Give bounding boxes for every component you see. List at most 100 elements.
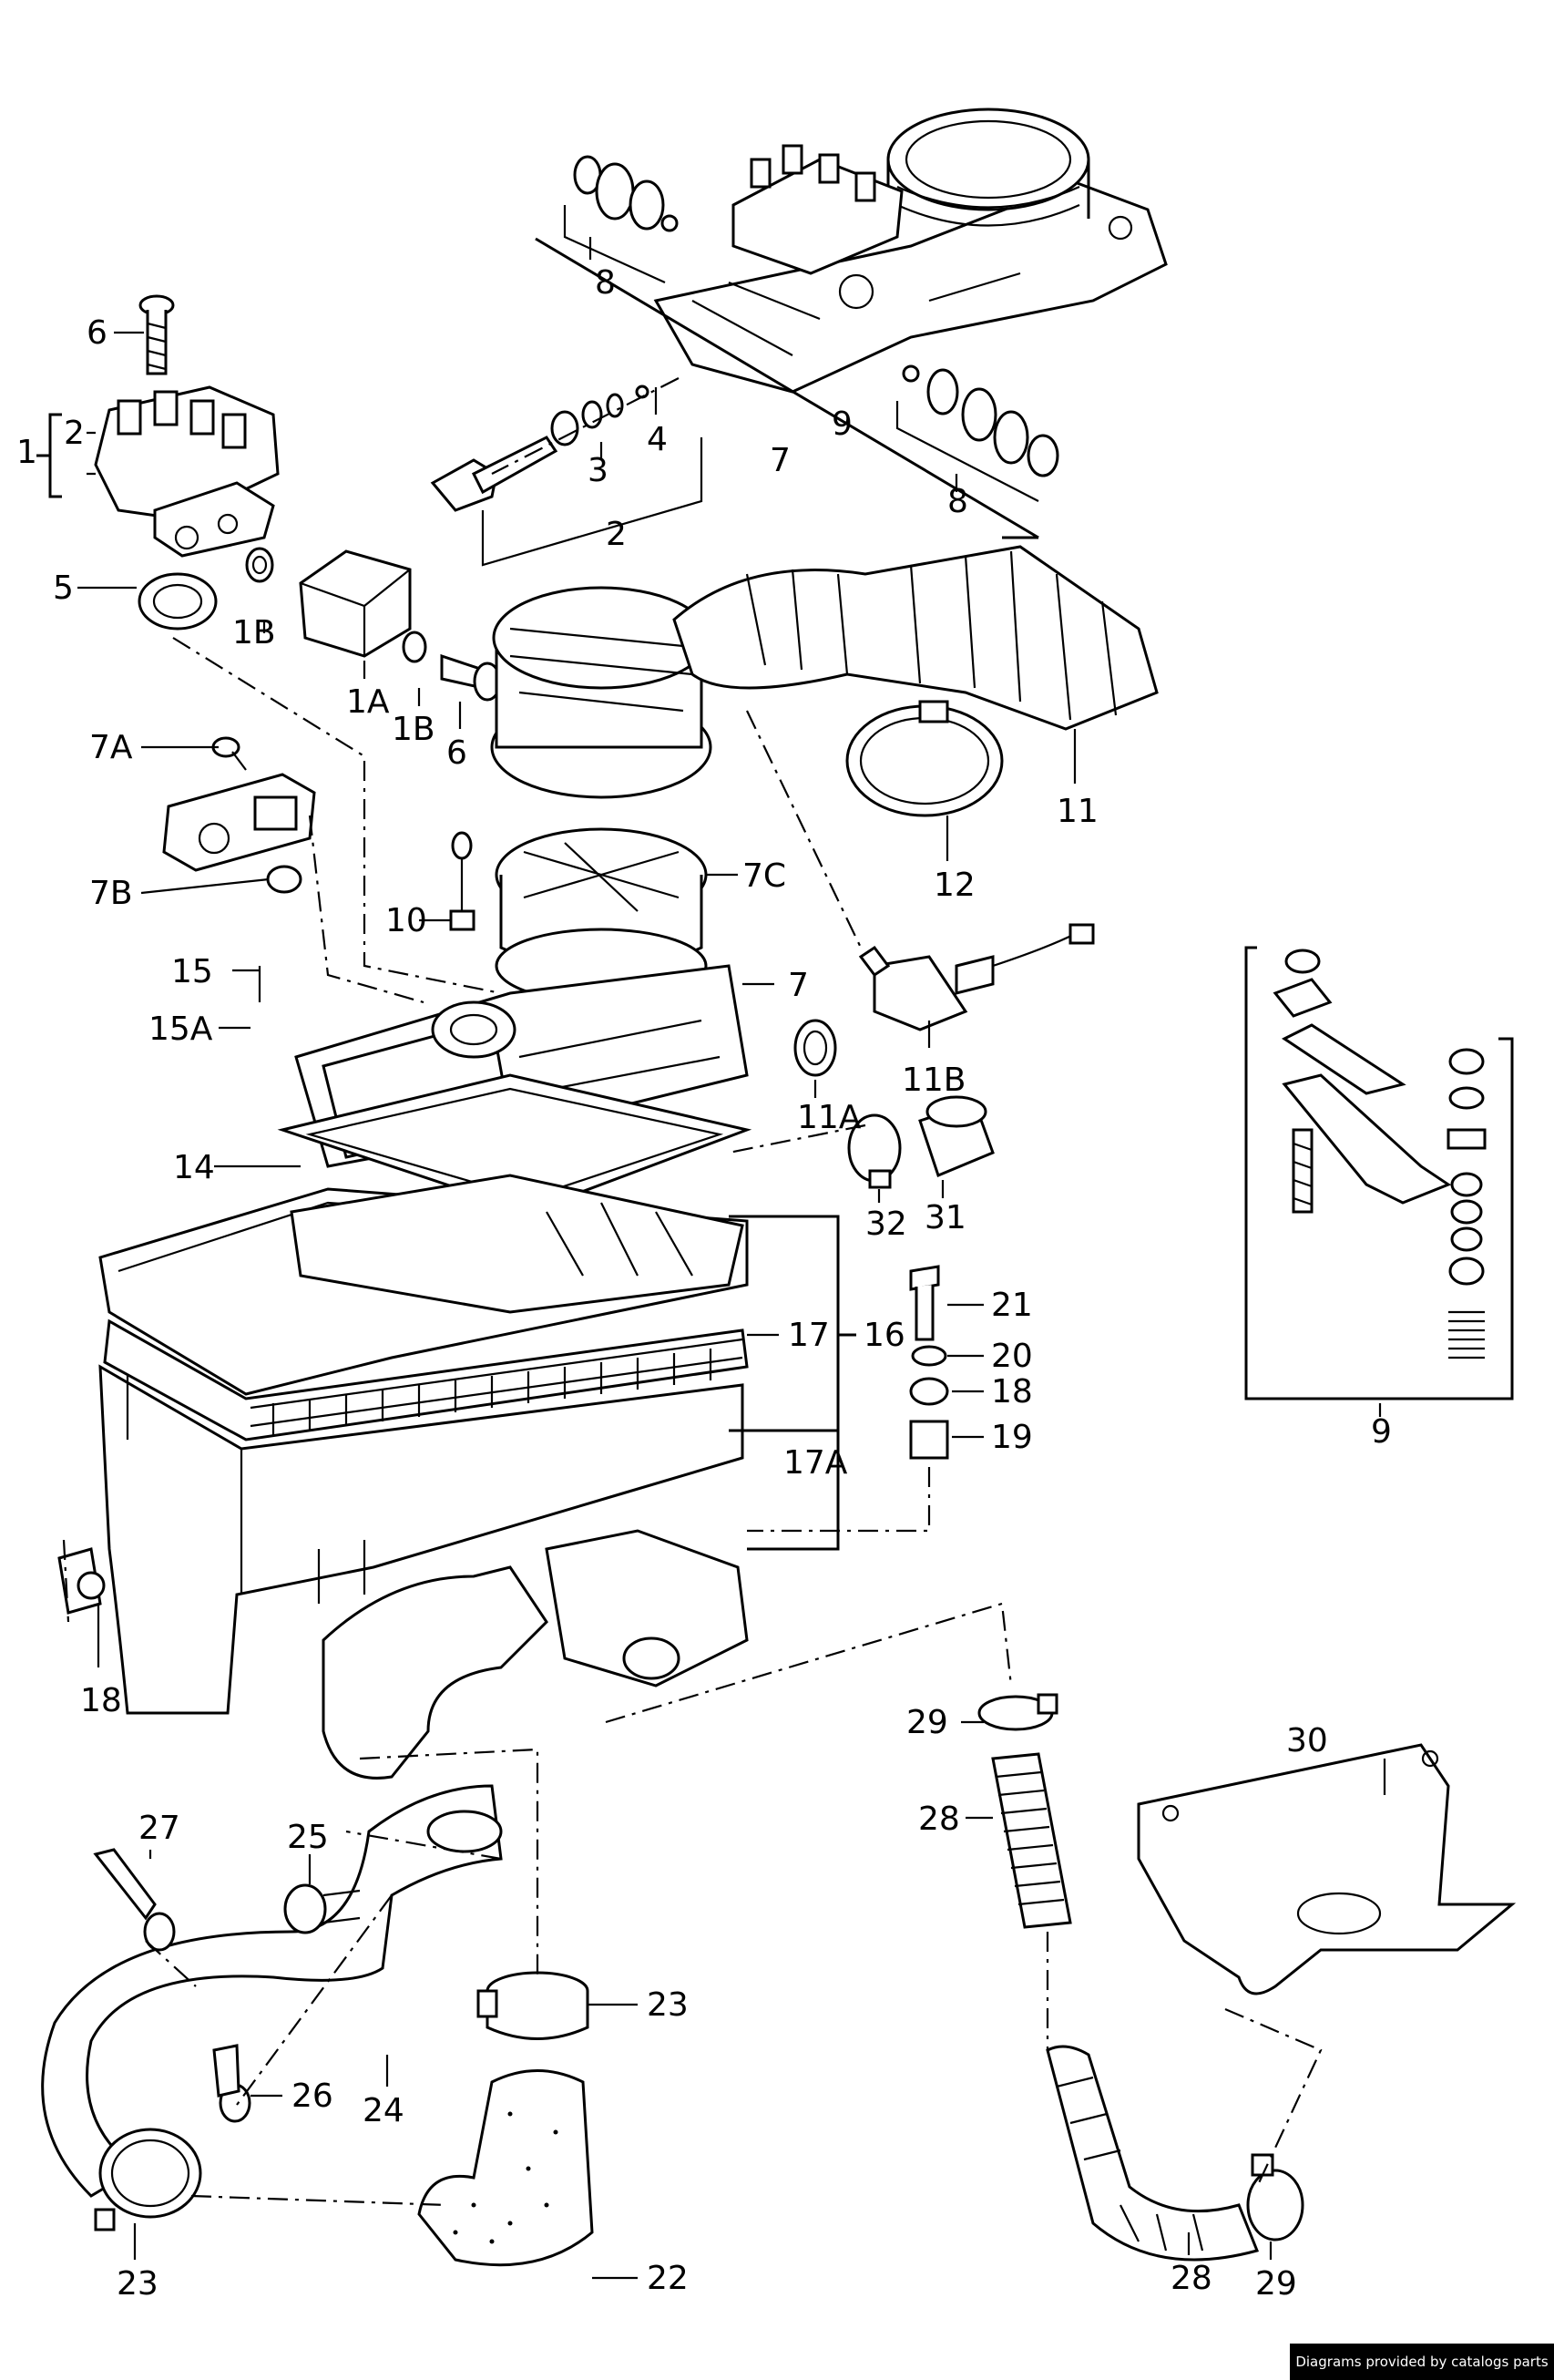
callout-28-lower: 28 xyxy=(1171,2260,1212,2297)
o-ring-1b-b xyxy=(402,631,427,663)
callout-18-right: 18 xyxy=(991,1373,1033,1411)
air-filter-element-17 xyxy=(103,1318,749,1441)
seal-5 xyxy=(138,572,218,631)
callout-7-housing: 7 xyxy=(788,967,809,1004)
clamp-23-left xyxy=(94,2128,202,2231)
callout-4: 4 xyxy=(647,421,668,458)
diagram-credit: Diagrams provided by catalogs parts xyxy=(1290,2344,1554,2380)
bracket-line-7 xyxy=(535,237,1039,539)
pressure-regulator-1a xyxy=(299,549,412,658)
clamp-29-top xyxy=(977,1693,1058,1731)
adjusting-screw-2 xyxy=(430,385,703,567)
bracket-16 xyxy=(729,1215,856,1551)
sensor-27 xyxy=(93,1848,176,1952)
callout-17a: 17A xyxy=(783,1444,848,1482)
callout-6-top: 6 xyxy=(87,314,107,352)
callout-23-right: 23 xyxy=(647,1986,689,2024)
callout-labels: 1 2 2 3 4 5 6 6 7 7 7A 7B 7C 8 8 9 9 10 … xyxy=(16,264,1392,2303)
callout-3: 3 xyxy=(588,452,608,489)
callout-5: 5 xyxy=(53,569,74,607)
callout-11: 11 xyxy=(1057,793,1099,830)
grommet-18-left xyxy=(57,1547,106,1615)
callout-29-top: 29 xyxy=(906,1704,948,1741)
intake-boot-7c xyxy=(490,586,712,1004)
callout-20: 20 xyxy=(991,1338,1033,1375)
callout-2-top: 2 xyxy=(64,415,85,452)
callout-1a: 1A xyxy=(346,683,390,721)
callout-1b-lower: 1B xyxy=(392,711,435,748)
callout-15: 15 xyxy=(171,953,213,990)
brace-1 xyxy=(36,413,62,498)
screw-6-top xyxy=(138,294,175,375)
callout-10: 10 xyxy=(385,902,427,939)
seal-set-8-right xyxy=(895,364,1059,502)
intake-hose-11 xyxy=(672,545,1159,731)
callout-19: 19 xyxy=(991,1419,1033,1456)
callout-1b-upper: 1B xyxy=(232,614,276,651)
callout-1: 1 xyxy=(16,434,37,471)
air-filter-housing-lid xyxy=(98,1174,749,1396)
clamp-29-bottom xyxy=(1246,2153,1304,2242)
gasket-14 xyxy=(277,1073,752,1214)
callout-7b: 7B xyxy=(89,875,133,912)
grommet-11a xyxy=(793,1019,837,1077)
air-filter-housing-lower xyxy=(98,1364,744,1715)
o-ring-1b-a xyxy=(245,547,274,583)
callout-7c: 7C xyxy=(742,857,786,895)
bracket-assembly-9 xyxy=(1244,946,1514,1400)
callout-24: 24 xyxy=(363,2092,404,2129)
clamp-23-right xyxy=(476,1971,589,2040)
heat-shield-30 xyxy=(1137,1743,1517,1995)
callout-21: 21 xyxy=(991,1287,1033,1324)
valve-11b xyxy=(858,923,1095,1031)
fuel-distributor-1 xyxy=(94,385,280,558)
callout-2-lower: 2 xyxy=(606,516,627,553)
connection-lines xyxy=(62,377,1323,2207)
callout-11a: 11A xyxy=(797,1099,862,1136)
callout-15a: 15A xyxy=(148,1010,213,1048)
hose-clamp-12 xyxy=(845,700,1004,817)
callout-8-right: 8 xyxy=(947,483,968,520)
callout-31: 31 xyxy=(925,1199,966,1236)
callout-18-left: 18 xyxy=(80,1682,122,1719)
cap-25 xyxy=(283,1883,361,1934)
o-ring-7b xyxy=(266,865,302,894)
sleeve-19 xyxy=(909,1420,949,1460)
callout-30: 30 xyxy=(1286,1722,1328,1759)
callout-7-top: 7 xyxy=(770,442,791,479)
callout-27: 27 xyxy=(138,1810,180,1847)
callout-26: 26 xyxy=(291,2077,333,2115)
callout-6-lower: 6 xyxy=(446,734,467,772)
nut-18 xyxy=(909,1377,949,1406)
callout-14: 14 xyxy=(173,1149,215,1186)
callout-25: 25 xyxy=(287,1819,329,1856)
washer-20 xyxy=(911,1345,947,1367)
callout-12: 12 xyxy=(934,867,976,904)
part-10 xyxy=(449,831,475,931)
bolt-21 xyxy=(909,1265,940,1341)
callout-23-left: 23 xyxy=(117,2265,158,2303)
callout-22: 22 xyxy=(647,2260,689,2297)
callout-9-bracket: 9 xyxy=(1371,1413,1392,1451)
screw-6-lower xyxy=(440,653,502,702)
callout-29-bottom: 29 xyxy=(1255,2265,1297,2303)
intake-elbow xyxy=(322,1529,749,1780)
leader-lines xyxy=(77,237,1386,2280)
callout-32: 32 xyxy=(865,1205,907,1243)
filter-31 xyxy=(918,1095,995,1178)
callout-8-upper: 8 xyxy=(595,264,616,302)
hose-28-lower xyxy=(1046,2045,1260,2262)
callout-11b: 11B xyxy=(902,1062,966,1099)
callout-7a: 7A xyxy=(89,729,133,766)
connector-22 xyxy=(417,2069,594,2267)
callout-16: 16 xyxy=(864,1317,905,1354)
clamp-32 xyxy=(847,1113,902,1189)
hose-28-upper xyxy=(991,1752,1072,1929)
callout-9-top: 9 xyxy=(832,405,853,443)
throttle-body-assembly xyxy=(653,108,1168,394)
callout-28-upper: 28 xyxy=(918,1800,960,1838)
sensor-bracket-7a xyxy=(162,736,316,872)
hose-24 xyxy=(41,1784,503,2198)
